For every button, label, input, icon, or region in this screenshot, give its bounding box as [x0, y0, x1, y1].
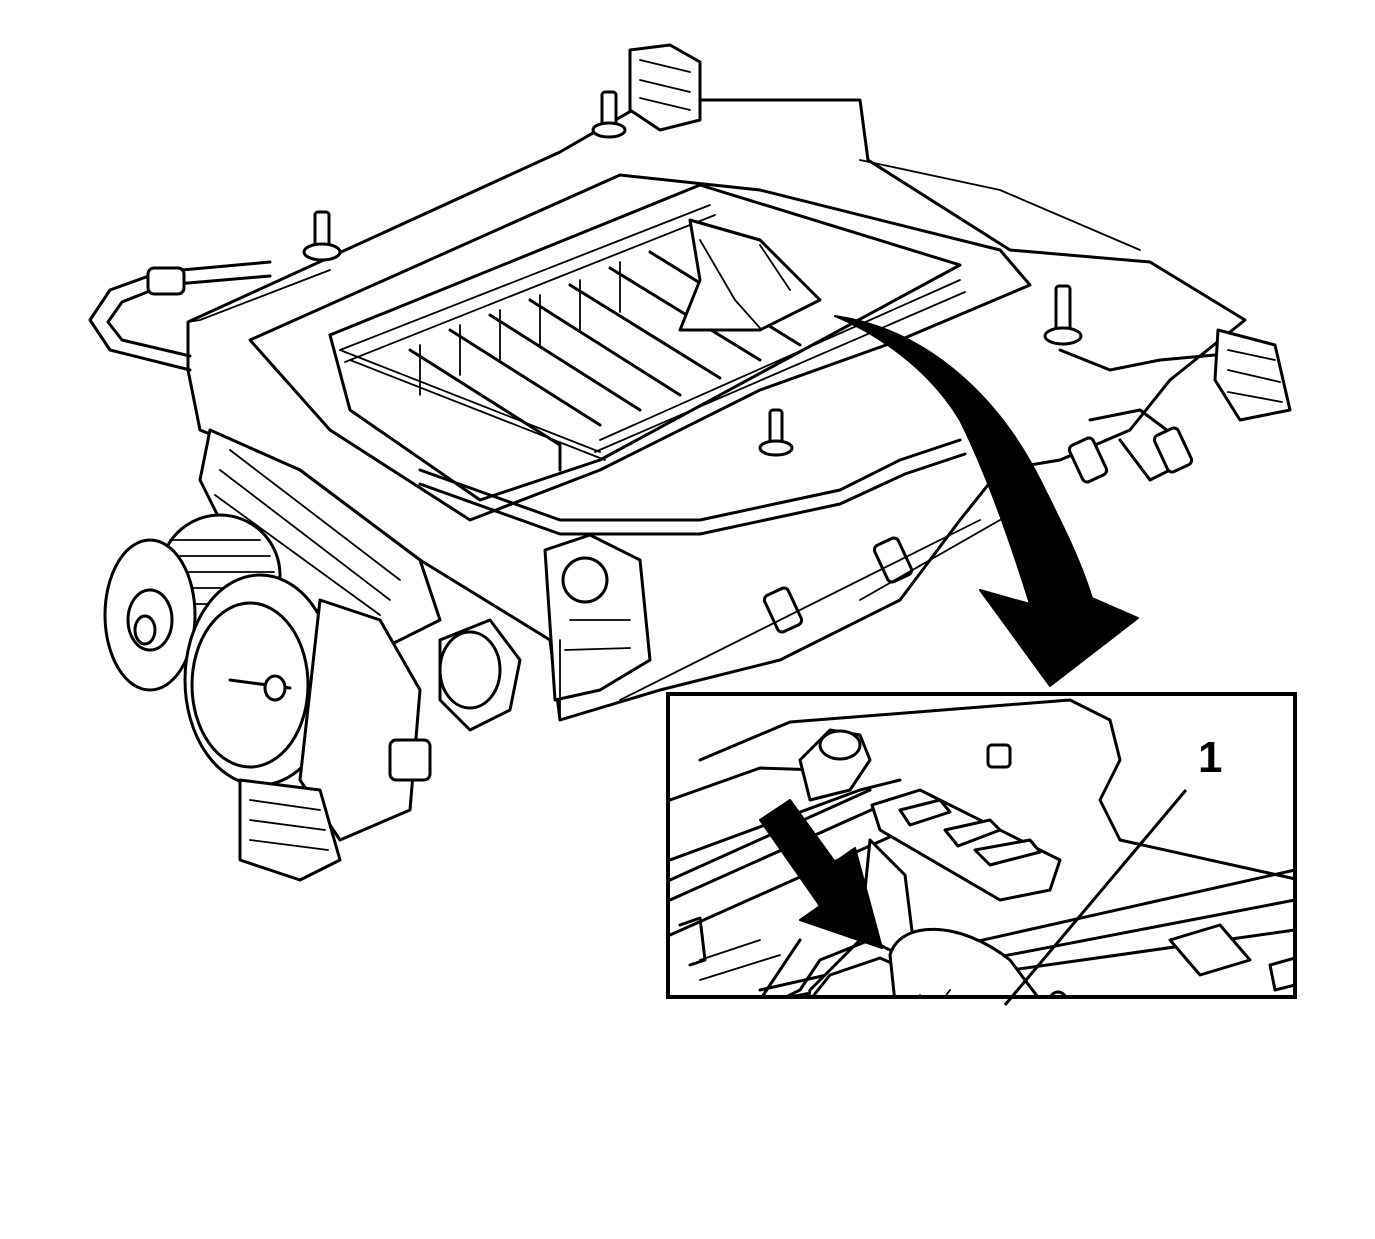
detail-inset-view — [666, 692, 1297, 1006]
throttle-body — [183, 573, 432, 882]
callout-leader-line — [1003, 789, 1188, 1006]
rail-side — [339, 349, 606, 461]
callout-label-1: 1 — [1198, 733, 1222, 782]
tube-fitting — [146, 266, 186, 296]
wiring-connector-top — [628, 43, 702, 132]
inset-pointer-arrow — [759, 799, 883, 949]
front-hose — [418, 438, 962, 522]
rail-front — [339, 204, 966, 453]
mounting-studs — [302, 90, 1083, 457]
center-opening — [328, 183, 962, 502]
intake-manifold-assembly — [88, 43, 1292, 882]
callout-curved-arrow — [834, 315, 1139, 687]
baffle-plate — [678, 218, 822, 332]
fuel-injectors — [762, 426, 1194, 634]
